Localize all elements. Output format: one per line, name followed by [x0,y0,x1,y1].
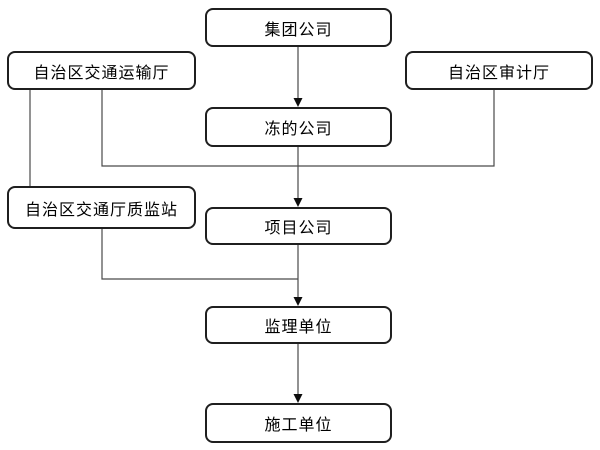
node-dongde-company: 冻的公司 [205,107,392,147]
node-supervision-unit: 监理单位 [205,306,392,344]
node-quality-station-label: 自治区交通厅质监站 [24,199,178,219]
node-project-company-label: 项目公司 [264,218,333,237]
node-project-company: 项目公司 [205,207,392,245]
node-construction-unit-label: 施工单位 [264,415,333,434]
node-supervision-unit-label: 监理单位 [264,317,333,336]
edge-transport-to-project [101,90,298,167]
arrowhead-construction [293,394,303,403]
node-audit-dept: 自治区审计厅 [405,51,593,90]
node-construction-unit: 施工单位 [205,403,392,443]
arrowhead-supervision [293,297,303,306]
node-dongde-company-label: 冻的公司 [264,119,333,138]
node-group-company-label: 集团公司 [264,19,333,39]
arrowhead-project [293,198,303,207]
arrowhead-dongde [293,98,303,107]
node-transport-dept: 自治区交通运输厅 [7,51,196,90]
node-quality-station: 自治区交通厅质监站 [7,186,196,229]
edge-audit-to-project [298,90,495,167]
node-audit-dept-label: 自治区审计厅 [447,62,550,82]
edge-quality-to-supervision [101,229,298,280]
node-group-company: 集团公司 [205,8,392,47]
node-transport-dept-label: 自治区交通运输厅 [33,62,170,82]
